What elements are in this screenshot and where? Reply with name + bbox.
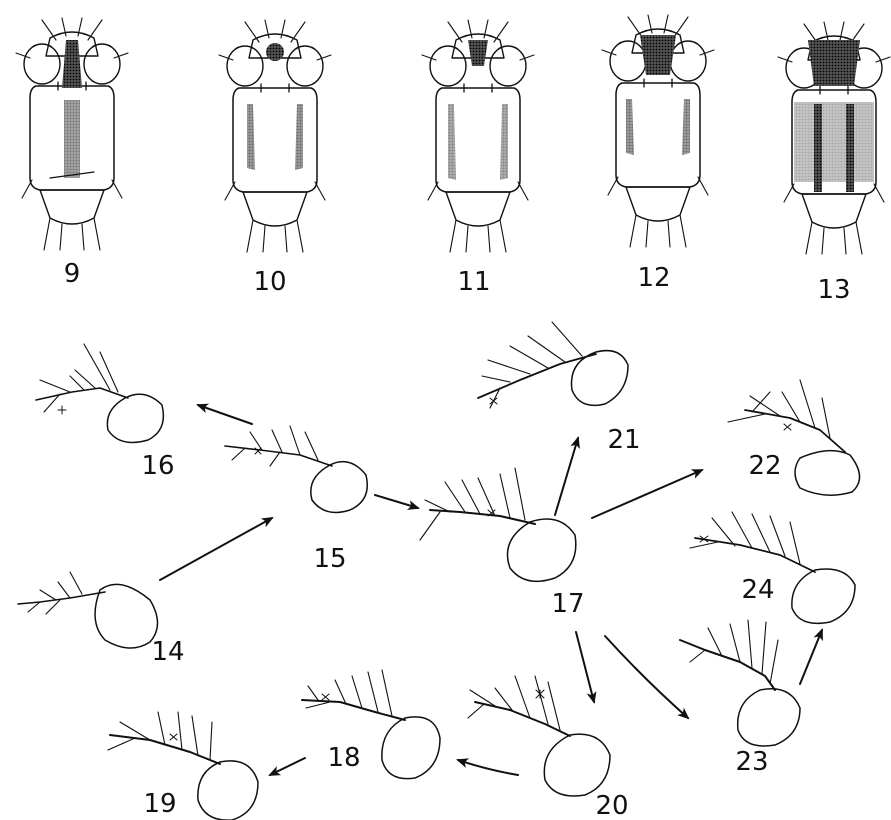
vitta-medial [64, 100, 80, 178]
arrow-15-to-16 [198, 405, 252, 424]
thorax-view-11 [422, 20, 534, 252]
figure-label-17: 17 [551, 589, 584, 619]
figure-label-9: 9 [64, 259, 81, 289]
stripe-left [814, 104, 822, 192]
stripe-right [846, 104, 854, 192]
figure-label-15: 15 [313, 544, 346, 574]
thorax-view-10 [219, 20, 331, 252]
arrow-17-to-20 [576, 632, 594, 702]
antenna-18 [302, 670, 440, 779]
figure-label-23: 23 [735, 747, 768, 777]
antenna-21 [478, 322, 628, 408]
antenna-16 [36, 344, 163, 442]
antenna-17 [420, 468, 576, 581]
frontal-triangle [808, 40, 860, 86]
figure-label-18: 18 [327, 743, 360, 773]
vitta-dark [62, 40, 82, 88]
mesonotum-shading [794, 102, 874, 182]
figure-label-19: 19 [143, 789, 176, 819]
antenna-23 [680, 620, 800, 746]
antenna-20 [468, 676, 610, 796]
figure-label-22: 22 [748, 451, 781, 481]
stripe-left [448, 104, 456, 180]
stripe-left [247, 104, 255, 170]
thorax-view-13 [778, 22, 890, 254]
figure-label-24: 24 [741, 575, 774, 605]
stripe-right [500, 104, 508, 180]
arrow-20-to-18 [458, 760, 518, 775]
figure-label-11: 11 [457, 267, 490, 297]
antenna-15 [225, 426, 367, 512]
arrow-18-to-19 [270, 758, 305, 775]
stripe-right [295, 104, 303, 170]
antenna-14 [18, 572, 158, 648]
arrows [160, 405, 822, 775]
stripe-right [682, 99, 690, 155]
arrow-17-to-23 [605, 636, 688, 718]
figure-label-16: 16 [141, 451, 174, 481]
frontal-triangle [468, 40, 488, 66]
arrow-15-to-17 [375, 495, 418, 508]
thorax-view-9 [16, 18, 128, 250]
figure-label-12: 12 [637, 263, 670, 293]
arrow-14-to-15 [160, 518, 272, 580]
arrow-17-to-21 [555, 438, 578, 515]
frontal-triangle [640, 35, 676, 75]
figure-label-21: 21 [607, 425, 640, 455]
figure-label-14: 14 [151, 637, 184, 667]
thorax-view-12 [602, 15, 714, 247]
figure-label-20: 20 [595, 791, 628, 820]
antenna-19 [108, 712, 258, 820]
arrow-17-to-22 [592, 470, 702, 518]
figure-label-10: 10 [253, 267, 286, 297]
arrow-23-to-24 [800, 630, 822, 684]
stripe-left [626, 99, 634, 155]
ocellar-spot [266, 43, 284, 61]
antenna-24 [690, 512, 855, 623]
figure-label-13: 13 [817, 275, 850, 305]
